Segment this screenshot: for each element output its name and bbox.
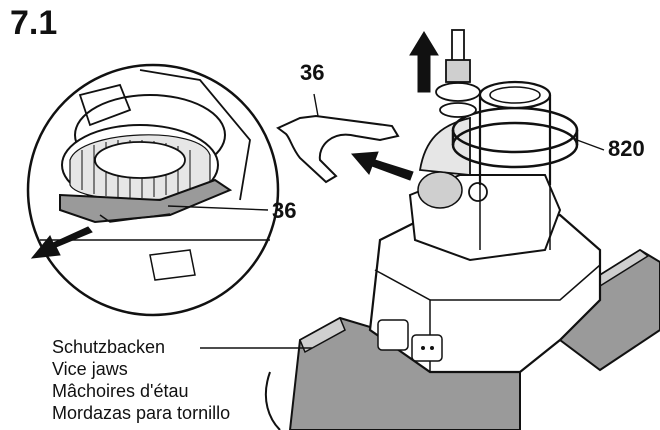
vice-jaws-caption: Schutzbacken Vice jaws Mâchoires d'étau …: [52, 336, 230, 424]
spindle-tube: [478, 80, 552, 250]
insert-arrow: [350, 151, 414, 181]
clip-part-36: [276, 114, 400, 184]
clip-leader-36: [313, 93, 319, 117]
ring-leader-820: [576, 139, 605, 151]
caption-spanish: Mordazas para tornillo: [52, 403, 231, 423]
caption-french: Mâchoires d'étau: [52, 381, 189, 401]
tool-housing: [264, 213, 602, 430]
vice-jaws: [288, 248, 660, 430]
detail-leader-36: [167, 205, 269, 211]
pull-arrow: [30, 226, 93, 259]
figure-number: 7.1: [10, 4, 58, 42]
callout-clip-36: 36: [300, 60, 325, 85]
up-arrow: [409, 31, 439, 93]
detail-magnifier: [26, 63, 280, 317]
callout-ring-820: 820: [608, 136, 645, 161]
shaft-pinion: [435, 29, 481, 118]
ring-820: [451, 106, 579, 169]
caption-german: Schutzbacken: [52, 337, 166, 357]
callout-detail-36: 36: [272, 198, 297, 223]
caption-english: Vice jaws: [52, 359, 128, 379]
gear-head: [408, 116, 562, 262]
